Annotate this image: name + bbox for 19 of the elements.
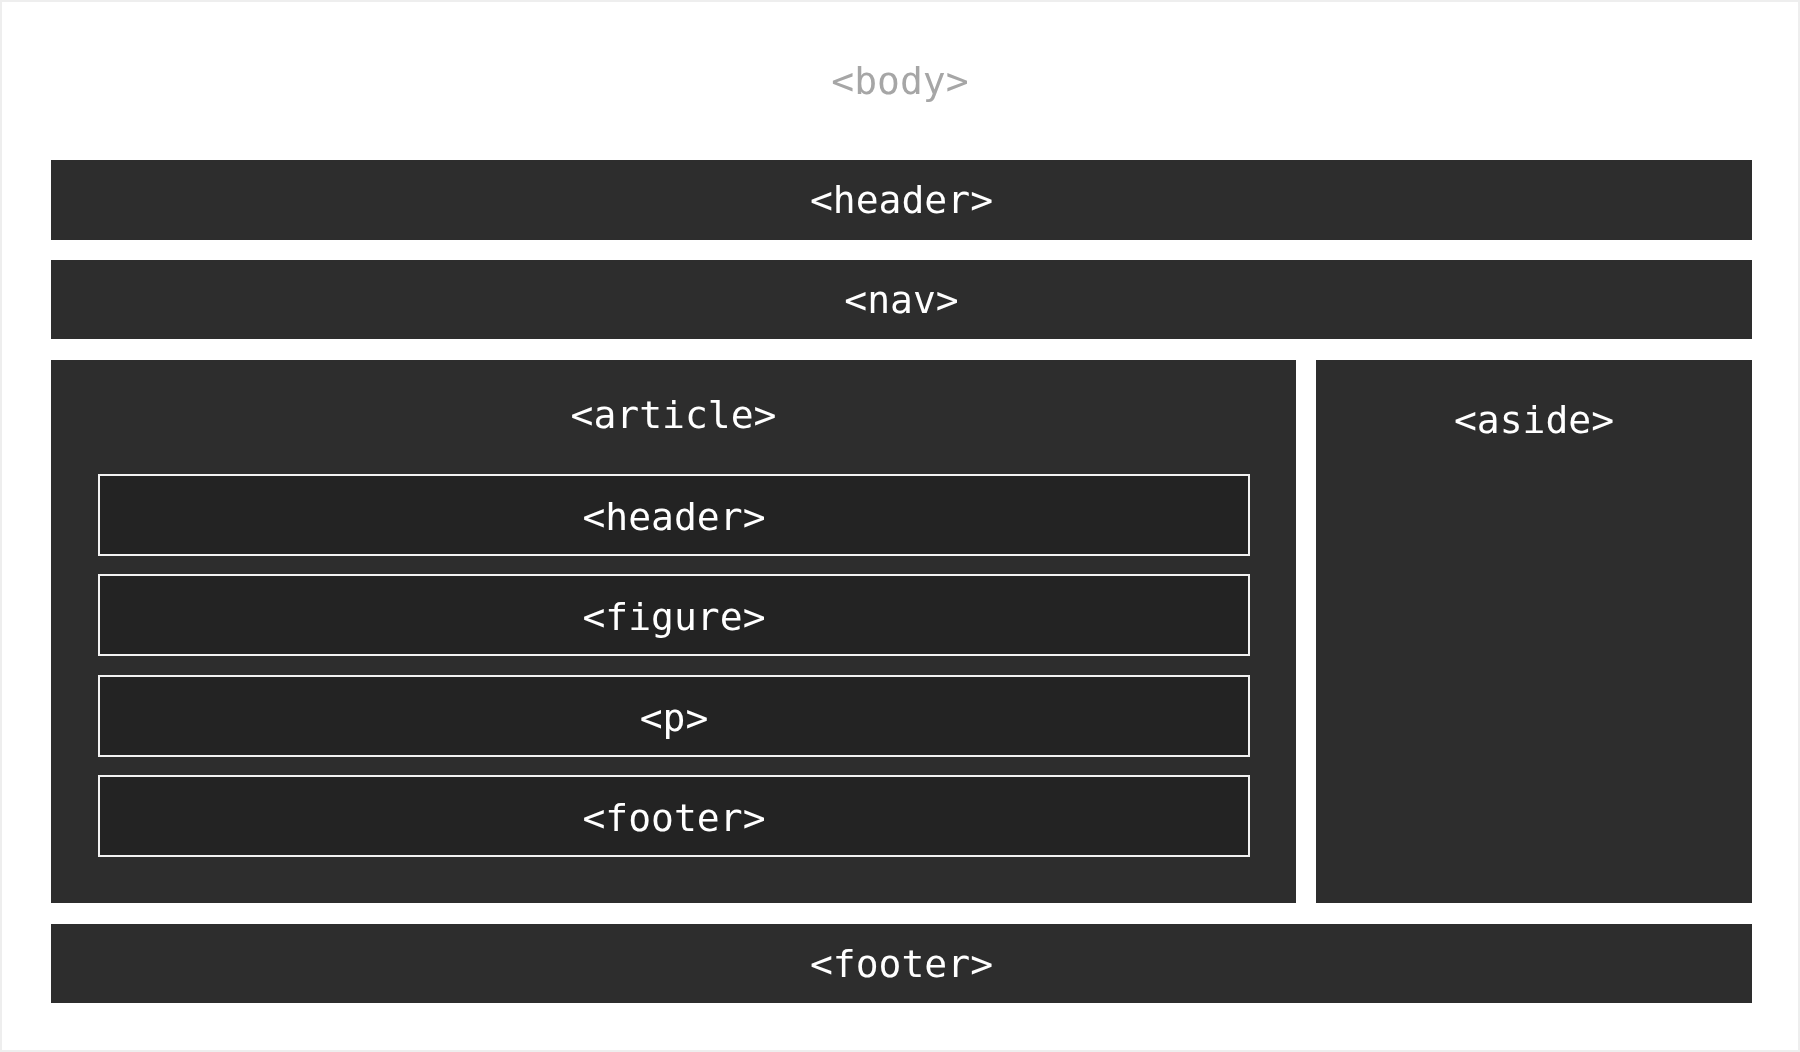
- paragraph-block: [98, 675, 1250, 757]
- tag-label: <aside>: [1453, 401, 1615, 439]
- tag-label: <body>: [831, 62, 969, 100]
- nav-block: [51, 260, 1752, 339]
- tag-label: <header>: [810, 181, 993, 219]
- tag-label: <header>: [582, 498, 766, 536]
- header-block: [98, 474, 1250, 556]
- tag-label: <p>: [639, 699, 709, 737]
- article-block: [51, 360, 1296, 903]
- tag-label: <nav>: [844, 281, 959, 319]
- tag-label: <footer>: [810, 945, 993, 983]
- tag-label: <footer>: [582, 799, 766, 837]
- figure-block: [98, 574, 1250, 656]
- tag-label: <article>: [570, 396, 777, 434]
- header-block: [51, 160, 1752, 240]
- footer-block: [51, 924, 1752, 1003]
- tag-label: <figure>: [582, 598, 766, 636]
- footer-block: [98, 775, 1250, 857]
- aside-block: [1316, 360, 1752, 903]
